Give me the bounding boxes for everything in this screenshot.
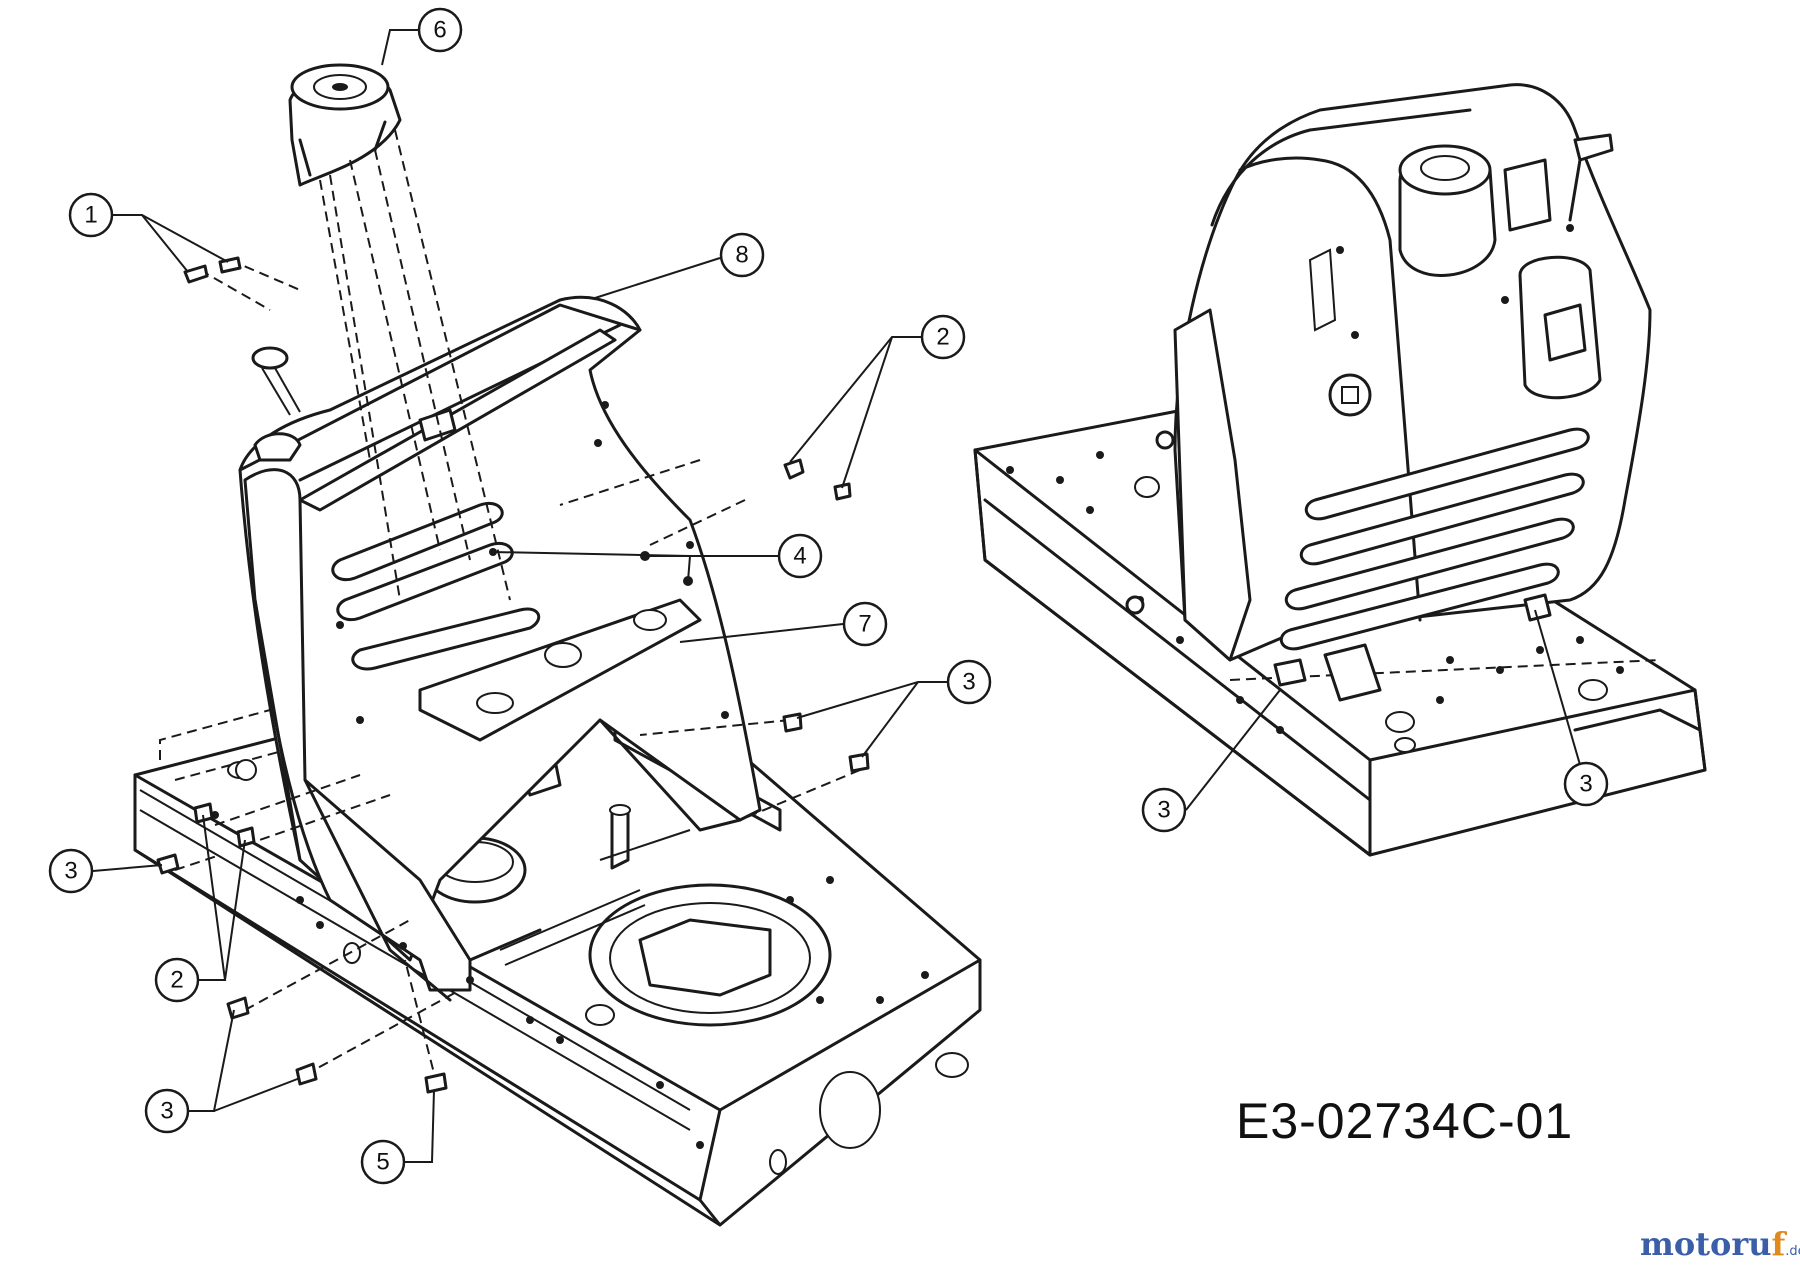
callout-2-right: 2 [920,314,966,360]
callout-2-left: 2 [154,957,200,1003]
callout-3-right-middle: 3 [946,659,992,705]
callout-5: 5 [360,1139,406,1185]
callout-4: 4 [777,533,823,579]
svg-text:8: 8 [735,242,748,269]
alignment-lines [174,129,861,1086]
callout-7: 7 [842,601,888,647]
callout-3-right-assembly-right: 3 [1563,761,1609,807]
steering-top-part-6 [288,63,402,187]
watermark-suffix: .de [1785,1244,1800,1259]
svg-text:5: 5 [376,1149,389,1176]
watermark-main: motoru [1640,1225,1772,1263]
svg-text:7: 7 [858,611,871,638]
svg-text:3: 3 [1579,771,1592,798]
svg-text:6: 6 [433,17,446,44]
watermark-accent: f [1771,1225,1786,1263]
svg-text:3: 3 [160,1098,173,1125]
svg-text:3: 3 [1157,797,1170,824]
svg-text:3: 3 [64,858,77,885]
svg-text:1: 1 [84,202,97,229]
svg-text:3: 3 [962,669,975,696]
svg-text:2: 2 [936,324,949,351]
callout-leaders [92,29,1586,1163]
callout-1: 1 [68,192,114,238]
svg-text:4: 4 [793,543,806,570]
callout-3-bottom-left: 3 [144,1088,190,1134]
figure-code: E3-02734C-01 [1236,1093,1574,1149]
right-assembly [973,83,1707,857]
callout-3-left: 3 [48,848,94,894]
callout-6: 6 [417,7,463,53]
callout-8: 8 [719,232,765,278]
callout-3-right-assembly-left: 3 [1141,787,1187,833]
watermark-logo: motoruf.de [1640,1225,1800,1263]
fasteners-left [156,256,870,1094]
svg-text:2: 2 [170,967,183,994]
